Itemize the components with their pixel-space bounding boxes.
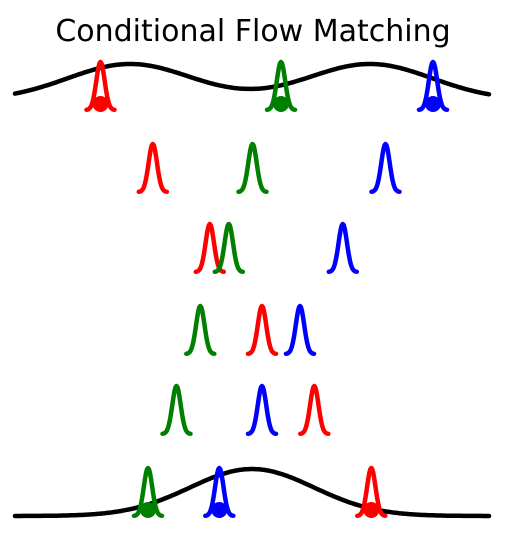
green-sample-point — [273, 96, 289, 112]
figure-title: Conditional Flow Matching — [55, 14, 451, 49]
blue-sample-point — [211, 502, 228, 518]
blue-conditional-peak — [203, 465, 236, 519]
green-conditional-peak — [236, 141, 269, 195]
blue-sample-point — [425, 96, 441, 112]
red-conditional-peak — [355, 465, 388, 519]
red-sample-point — [363, 502, 380, 518]
green-conditional-peak — [212, 221, 246, 275]
red-conditional-peak — [298, 383, 331, 437]
red-sample-point — [92, 96, 109, 112]
blue-conditional-peak — [326, 221, 360, 275]
blue-conditional-peak — [245, 383, 279, 437]
green-conditional-peak — [131, 465, 165, 519]
blue-conditional-peak — [283, 303, 317, 357]
green-conditional-peak — [264, 59, 298, 113]
source-density-curve — [12, 61, 492, 97]
target-density-curve — [12, 466, 492, 519]
red-conditional-peak — [245, 303, 279, 357]
red-conditional-peak — [84, 59, 117, 113]
red-conditional-peak — [136, 141, 170, 195]
blue-conditional-peak — [416, 59, 450, 113]
green-conditional-peak — [184, 303, 217, 357]
blue-conditional-peak — [369, 141, 402, 195]
green-sample-point — [140, 502, 156, 518]
green-conditional-peak — [160, 383, 193, 437]
